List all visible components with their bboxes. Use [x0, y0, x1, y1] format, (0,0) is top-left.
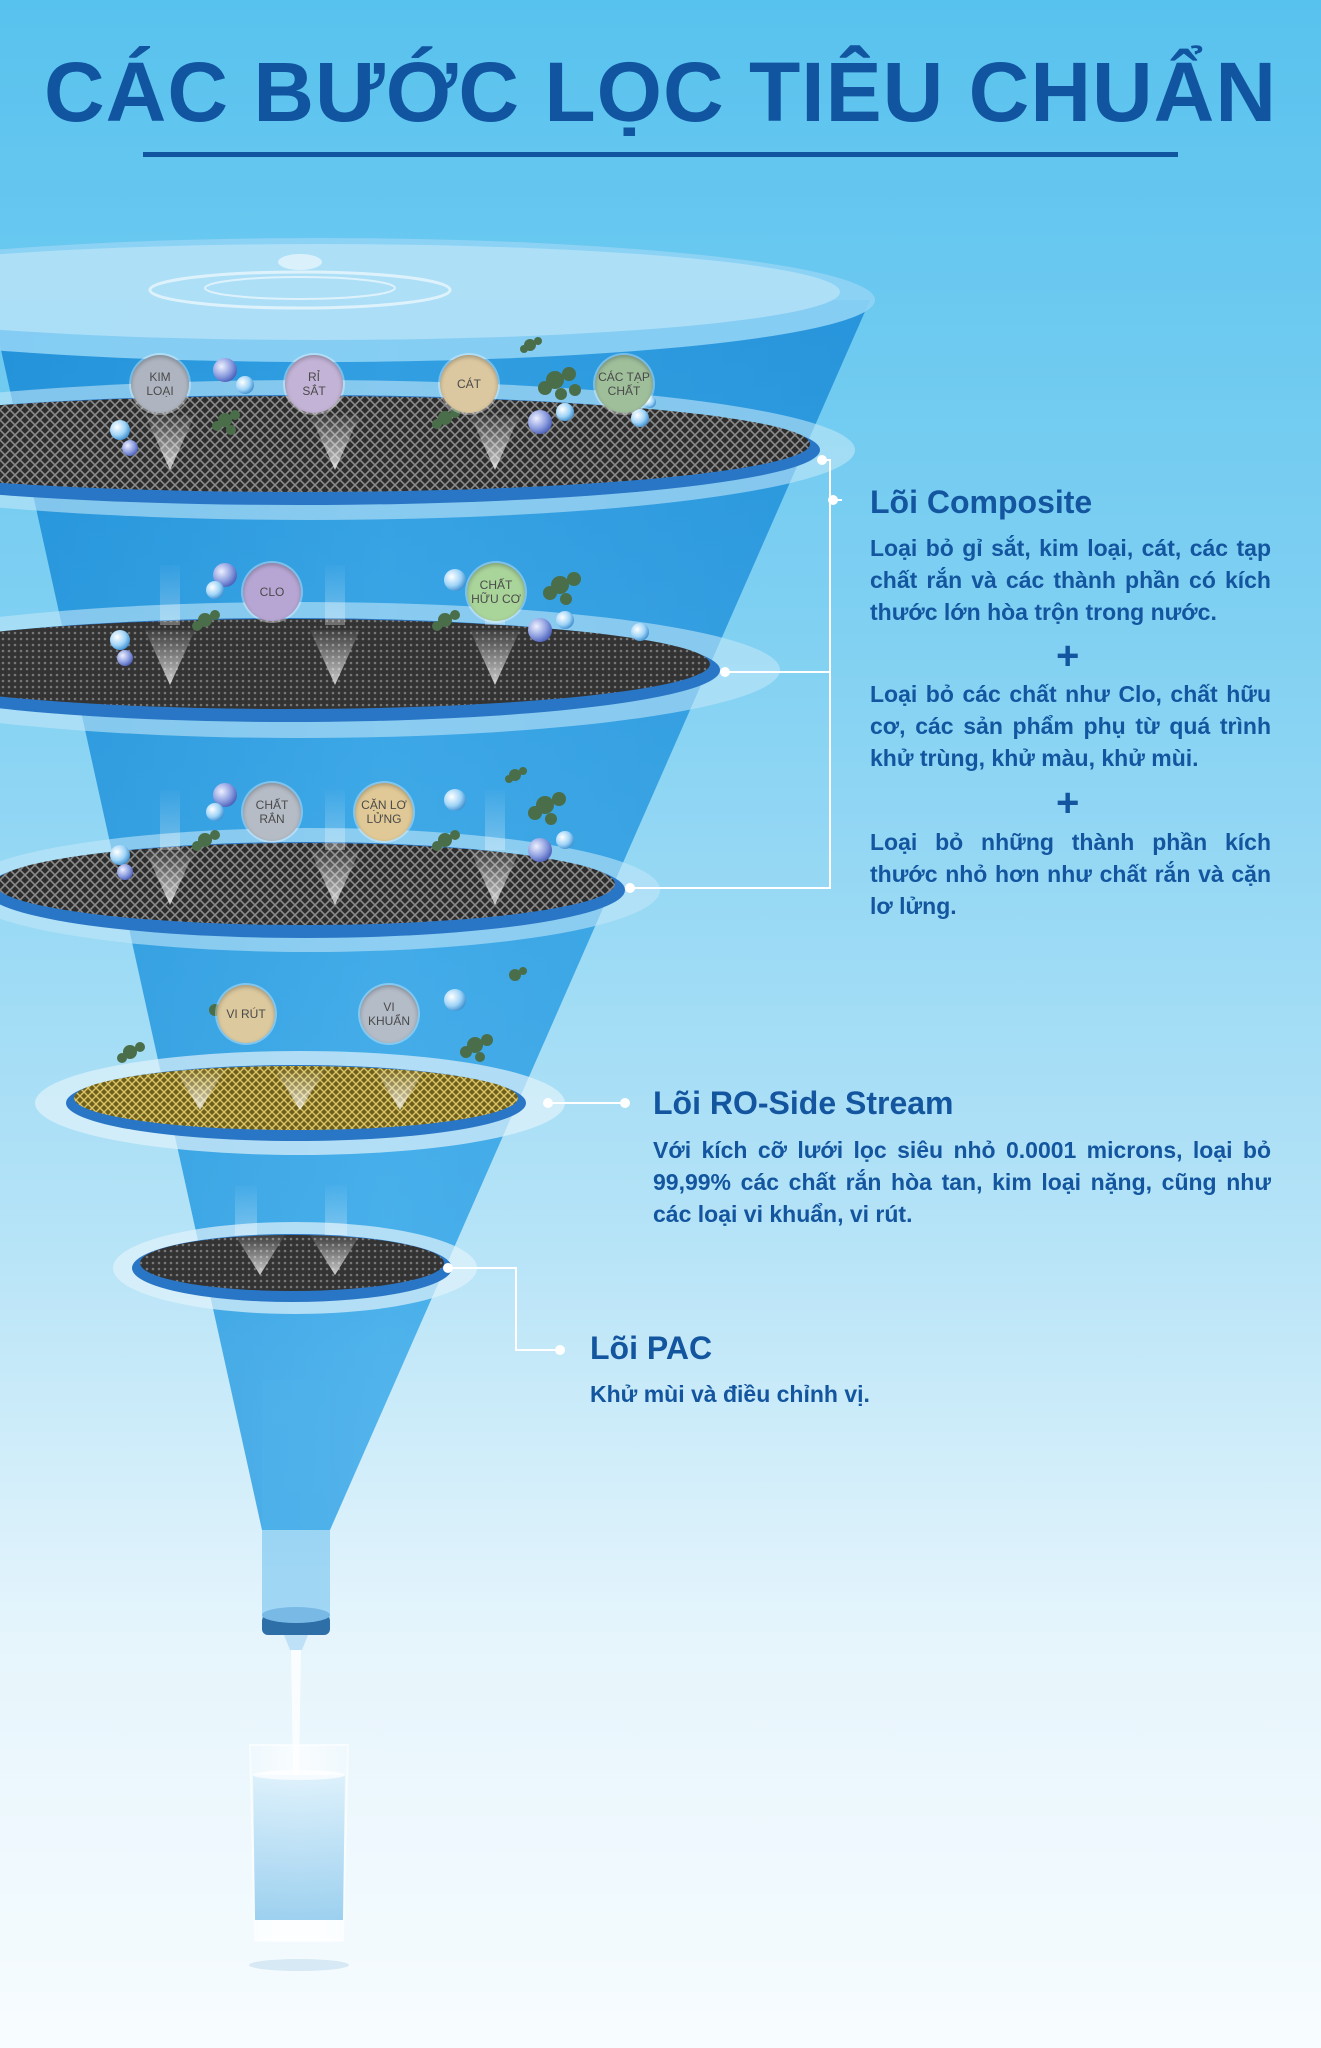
- pac-title: Lõi PAC: [590, 1330, 713, 1366]
- bubble-chat-ran: CHẤT RẮN: [243, 783, 301, 841]
- water-droplets: [110, 358, 656, 1011]
- ro-title: Lõi RO-Side Stream: [653, 1085, 954, 1121]
- pac-text: Khử mùi và điều chỉnh vị.: [590, 1381, 870, 1407]
- composite-text-1: Loại bỏ gỉ sắt, kim loại, cát, các tạp c…: [870, 535, 1271, 625]
- ro-text: Với kích cỡ lưới lọc siêu nhỏ 0.0001 mic…: [653, 1137, 1271, 1227]
- plus-sign-1: +: [1056, 634, 1080, 678]
- bubble-cac-tap-chat: CÁC TẠP CHẤT: [595, 355, 653, 413]
- bubble-clo: CLO: [243, 563, 301, 621]
- plus-sign-2: +: [1056, 781, 1080, 825]
- pac-filter-disc: [113, 1222, 477, 1314]
- title-underline: [143, 152, 1178, 157]
- bubble-ri-sat: RỈ SẮT: [285, 355, 343, 413]
- bubble-kim-loai: KIM LOẠI: [131, 355, 189, 413]
- callout-dots: [443, 455, 838, 1355]
- page-title: CÁC BƯỚC LỌC TIÊU CHUẨN: [44, 45, 1277, 139]
- composite-title: Lõi Composite: [870, 484, 1093, 520]
- filter-disc-1: [0, 380, 855, 520]
- faucet-and-glass: [248, 1607, 350, 1971]
- particle-clusters: [117, 337, 581, 1063]
- bubble-chat-huu-co: CHẤT HỮU CƠ: [467, 563, 525, 621]
- water-stream: [291, 1650, 301, 1775]
- bubble-can-lo-lung: CẶN LƠ LỬNG: [355, 783, 413, 841]
- bubble-vi-khuan: VI KHUẨN: [360, 985, 418, 1043]
- bubble-cat: CÁT: [440, 355, 498, 413]
- composite-text-2: Loại bỏ các chất như Clo, chất hữu cơ, c…: [870, 681, 1271, 771]
- composite-text-3: Loại bỏ những thành phần kích thước nhỏ …: [870, 829, 1271, 919]
- bubble-vi-rut: VI RÚT: [217, 985, 275, 1043]
